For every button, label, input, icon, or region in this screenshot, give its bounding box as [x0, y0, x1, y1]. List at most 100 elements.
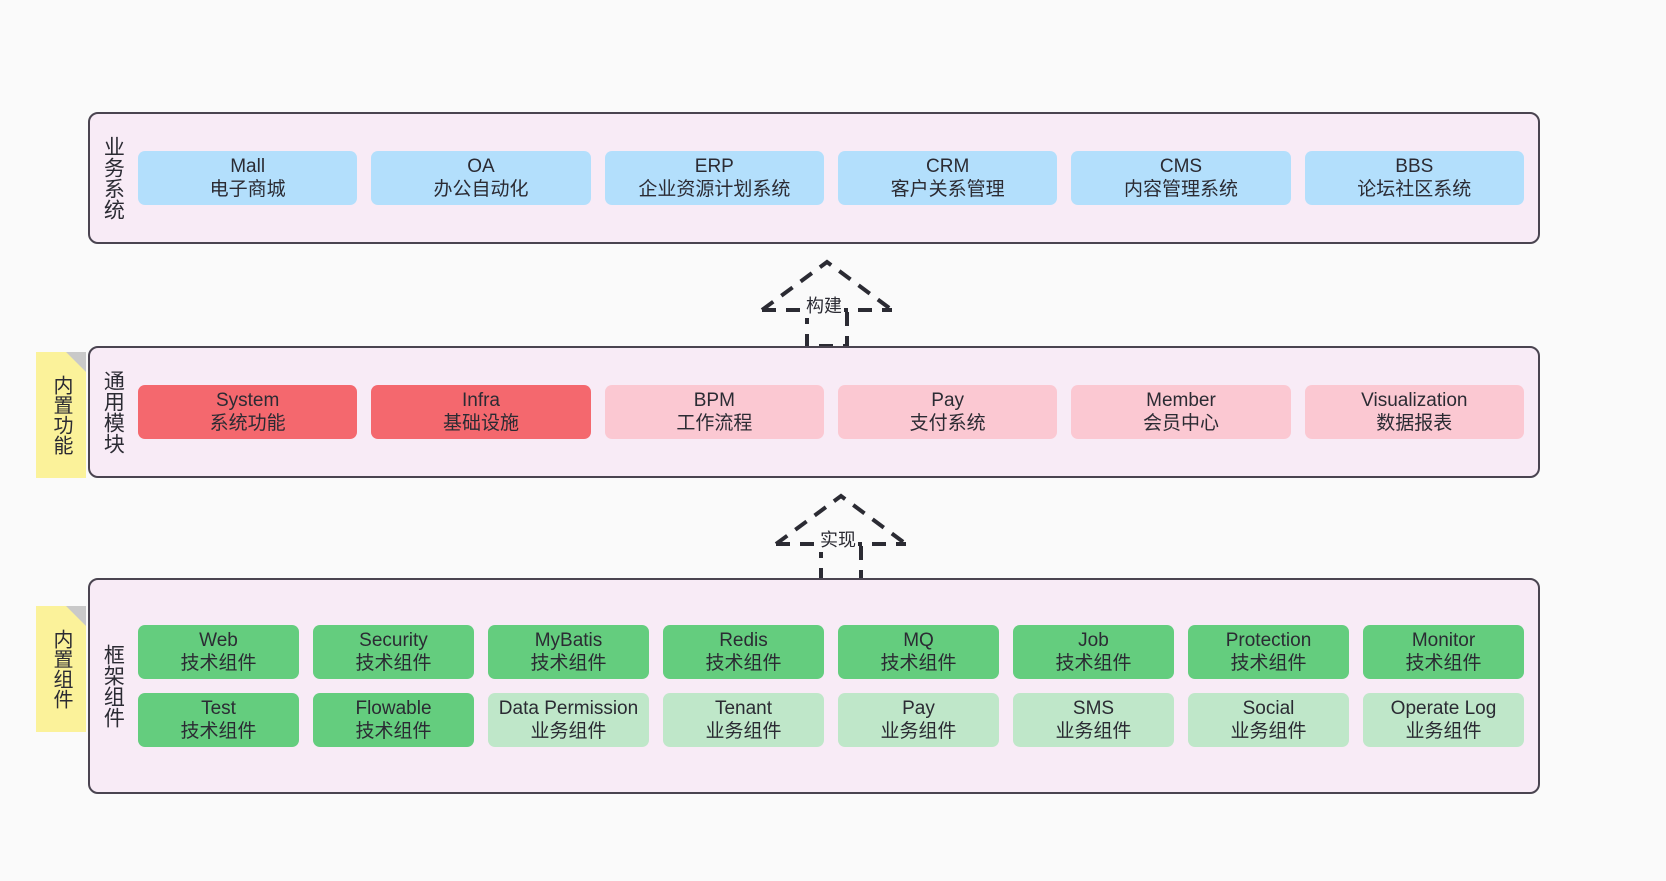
- card-title: Visualization: [1361, 389, 1468, 411]
- card-subtitle: 企业资源计划系统: [638, 179, 791, 200]
- card-subtitle: 办公自动化: [433, 179, 529, 200]
- card-title: Test: [201, 698, 236, 719]
- layer-label-business-system: 业务系统: [101, 136, 125, 220]
- card-title: Member: [1146, 389, 1216, 411]
- card-subtitle: 技术组件: [1055, 652, 1132, 674]
- arrow-implement-label: 实现: [818, 526, 858, 552]
- card-title: Redis: [719, 629, 768, 651]
- card-subtitle: 技术组件: [355, 721, 432, 743]
- card-subtitle: 内容管理系统: [1123, 179, 1238, 200]
- note-builtin-component: 内置组件: [36, 606, 86, 732]
- card-title: System: [215, 389, 280, 411]
- card-title: CRM: [926, 155, 970, 177]
- note-builtin-function: 内置功能: [36, 352, 86, 478]
- card-subtitle: 业务组件: [705, 721, 782, 743]
- note-fold-icon: [66, 352, 86, 372]
- card-subtitle: 业务组件: [530, 721, 607, 743]
- card-title: BPM: [693, 389, 735, 411]
- card-title: Protection: [1225, 629, 1312, 651]
- layer-label-framework-components: 框架组件: [101, 644, 125, 728]
- card-subtitle: 技术组件: [880, 652, 957, 674]
- arrow-build-label: 构建: [804, 292, 844, 318]
- card-subtitle: 基础设施: [442, 413, 519, 434]
- card-title: Job: [1078, 629, 1109, 651]
- card-subtitle: 技术组件: [180, 652, 257, 674]
- card-subtitle: 技术组件: [1230, 652, 1307, 674]
- card-title: Data Permission: [498, 698, 639, 719]
- card-subtitle: 客户关系管理: [890, 179, 1005, 200]
- card-subtitle: 电子商城: [209, 179, 286, 200]
- card-title: MyBatis: [534, 629, 603, 651]
- card-title: Mall: [230, 155, 266, 177]
- card-title: Pay: [902, 698, 935, 719]
- card-title: Tenant: [714, 698, 773, 719]
- card-subtitle: 业务组件: [880, 721, 957, 743]
- card-subtitle: 支付系统: [909, 413, 986, 434]
- note-builtin-function-label: 内置功能: [50, 375, 72, 455]
- card-title: Social: [1242, 698, 1295, 719]
- note-builtin-component-label: 内置组件: [50, 629, 72, 709]
- card-subtitle: 工作流程: [676, 413, 753, 434]
- card-title: MQ: [903, 629, 934, 651]
- card-title: ERP: [694, 155, 734, 177]
- card-title: BBS: [1395, 155, 1434, 177]
- card-subtitle: 数据报表: [1376, 413, 1453, 434]
- card-subtitle: 技术组件: [1405, 652, 1482, 674]
- card-subtitle: 业务组件: [1055, 721, 1132, 743]
- card-subtitle: 技术组件: [705, 652, 782, 674]
- layer-label-common-modules: 通用模块: [101, 370, 125, 454]
- card-title: Infra: [461, 389, 500, 411]
- card-title: CMS: [1159, 155, 1203, 177]
- arrow-build: 构建: [752, 258, 902, 348]
- card-title: Security: [359, 629, 428, 651]
- arrow-implement: 实现: [766, 492, 916, 582]
- card-subtitle: 技术组件: [180, 721, 257, 743]
- card-title: Operate Log: [1390, 698, 1497, 719]
- card-title: SMS: [1072, 698, 1115, 719]
- card-title: Flowable: [355, 698, 432, 719]
- card-title: Monitor: [1411, 629, 1476, 651]
- card-subtitle: 系统功能: [209, 413, 286, 434]
- card-subtitle: 会员中心: [1142, 413, 1219, 434]
- card-title: OA: [467, 155, 495, 177]
- card-title: Web: [199, 629, 238, 651]
